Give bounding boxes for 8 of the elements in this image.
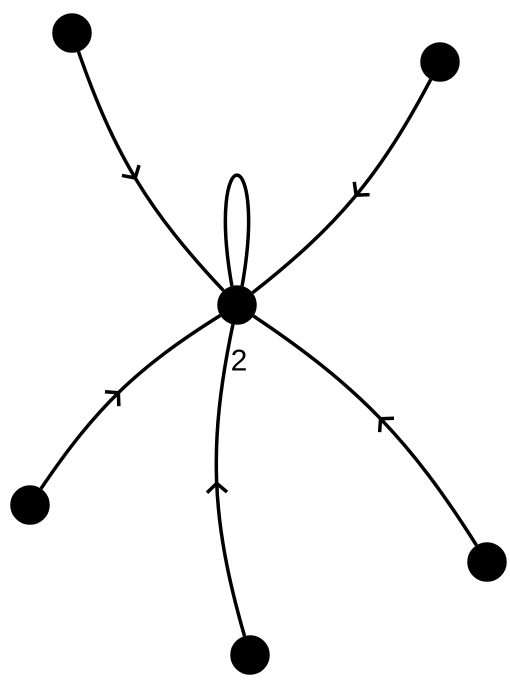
vertex-label: 2 (232, 350, 246, 370)
vertex-dot (420, 42, 460, 82)
vertex-dot (230, 635, 270, 675)
vertex-dot (52, 13, 92, 53)
loop-edge (224, 174, 250, 286)
vertex-dot (217, 285, 257, 325)
vertex-dot (467, 542, 507, 582)
vertex-dot (10, 485, 50, 525)
